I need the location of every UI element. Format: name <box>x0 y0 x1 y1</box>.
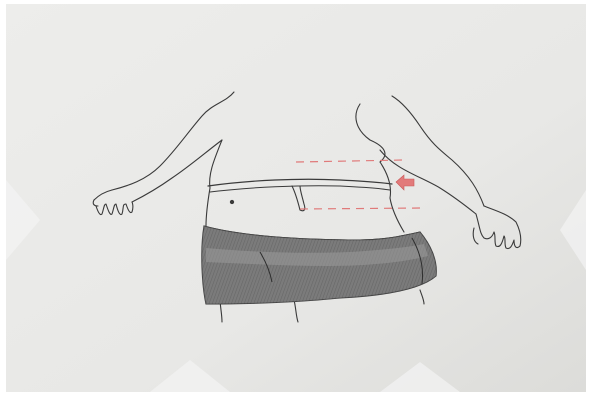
paper-background <box>6 4 586 392</box>
navel <box>230 200 233 203</box>
